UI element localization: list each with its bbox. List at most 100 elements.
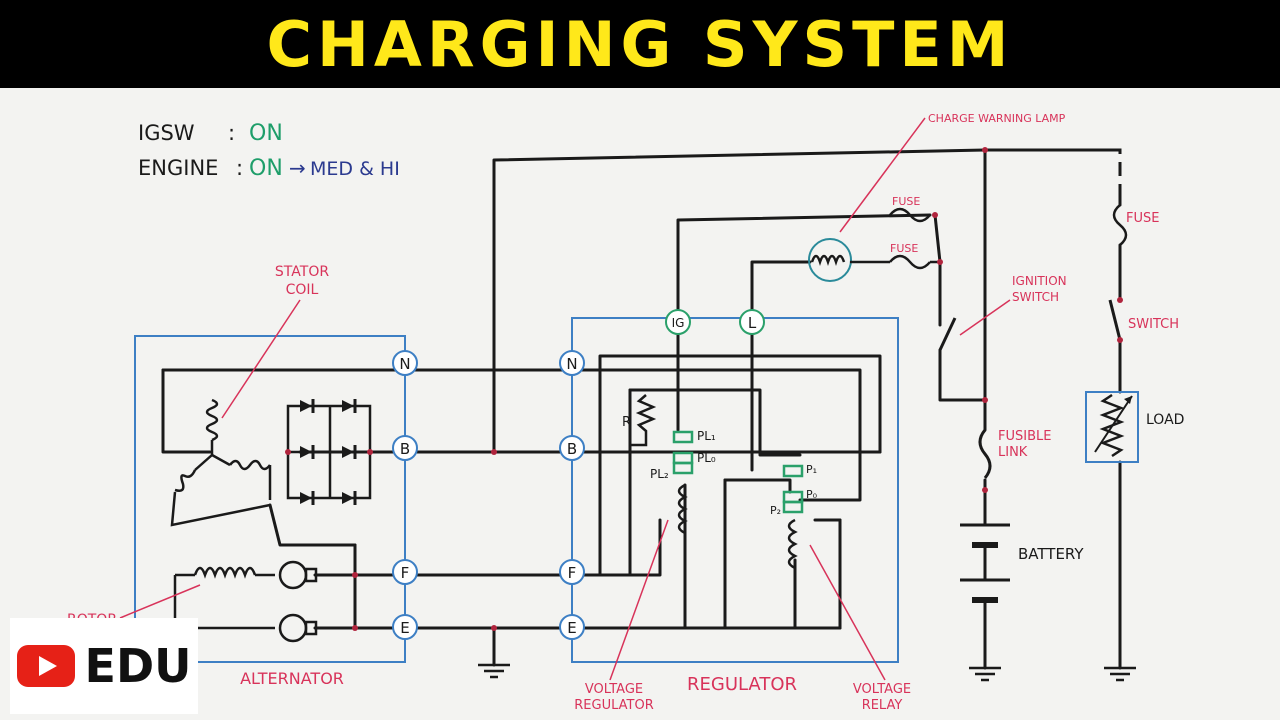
- junction-dots: [285, 147, 1123, 631]
- contact-p1: [782, 464, 804, 478]
- contact-pl0: [672, 451, 694, 465]
- igsw-value: ON: [249, 121, 283, 146]
- engine-speed: MED & HI: [310, 158, 400, 180]
- component-labels: STATOR COIL ROTOR ALTERNATOR REGULATOR V…: [67, 112, 1179, 713]
- terminal-alternator-f: F: [392, 559, 418, 585]
- channel-badge: EDU: [10, 618, 198, 714]
- fuse-icon: [889, 207, 931, 223]
- engine-colon: :: [236, 156, 243, 180]
- terminal-regulator-b: B: [559, 435, 585, 461]
- svg-text:N: N: [399, 355, 410, 373]
- rectifier-bridge: [286, 399, 372, 505]
- contact-pl1: [672, 430, 694, 444]
- battery-label: BATTERY: [1018, 545, 1084, 563]
- regulator-box: [571, 317, 899, 663]
- terminal-alternator-b: B: [392, 435, 418, 461]
- fuse-icon: [889, 254, 931, 270]
- fuse-label: FUSE: [1126, 211, 1159, 226]
- svg-text:F: F: [568, 564, 577, 582]
- terminal-regulator-l: L: [739, 309, 765, 335]
- diode-icon: [300, 400, 312, 412]
- terminal-regulator-f: F: [559, 559, 585, 585]
- svg-text:B: B: [567, 440, 577, 458]
- svg-text:L: L: [748, 314, 757, 332]
- fusible-link-label: LINK: [998, 445, 1028, 460]
- terminal-alternator-e: E: [392, 614, 418, 640]
- ignition-switch-icon: [938, 317, 957, 351]
- resistor-icon: [630, 394, 657, 447]
- voltage-regulator-label: REGULATOR: [574, 698, 653, 713]
- voltage-regulator-coil-icon: [677, 483, 688, 535]
- engine-value: ON: [249, 156, 283, 181]
- voltage-regulator-label: VOLTAGE: [585, 682, 643, 697]
- part-labels: R PL₁ PL₀ PL₂ P₁ P₀ P₂ BATTERY LOAD: [622, 412, 1184, 563]
- stator-coil-icon: [170, 398, 272, 527]
- svg-text:IG: IG: [672, 316, 685, 330]
- p0-label: P₀: [806, 488, 818, 501]
- badge-text: EDU: [84, 639, 192, 693]
- resistor-label: R: [622, 415, 631, 430]
- fuse-label: FUSE: [892, 195, 920, 208]
- svg-text:E: E: [567, 619, 576, 637]
- fuse-icon: [1112, 204, 1128, 246]
- ignition-switch-label: SWITCH: [1012, 290, 1059, 304]
- svg-text:E: E: [400, 619, 409, 637]
- contact-points: [672, 430, 804, 514]
- pl0-label: PL₀: [697, 451, 716, 465]
- diode-icon: [342, 400, 354, 412]
- engine-label: ENGINE: [138, 156, 218, 180]
- ground-icon: [969, 666, 1001, 682]
- load-icon: [1085, 391, 1139, 463]
- igsw-label: IGSW: [138, 121, 195, 145]
- svg-text:N: N: [566, 355, 577, 373]
- voltage-relay-label: RELAY: [862, 698, 903, 713]
- ground-icon: [478, 663, 510, 679]
- terminal-regulator-n: N: [559, 350, 585, 376]
- ground-symbols: [478, 663, 1136, 682]
- charge-warning-lamp-icon: [808, 238, 852, 282]
- fusible-link-label: FUSIBLE: [998, 429, 1051, 444]
- status-block: IGSW : ON ENGINE : ON → MED & HI: [138, 121, 400, 181]
- terminal-alternator-n: N: [392, 350, 418, 376]
- switch-label: SWITCH: [1128, 317, 1179, 332]
- terminal-regulator-ig: IG: [665, 309, 691, 335]
- voltage-relay-coil-icon: [787, 518, 798, 570]
- battery-icon: [960, 523, 1010, 603]
- p1-label: P₁: [806, 463, 817, 476]
- load-label: LOAD: [1146, 412, 1184, 428]
- pl1-label: PL₁: [697, 429, 716, 443]
- alternator-box: [134, 335, 406, 663]
- callout-lines: [119, 117, 1011, 681]
- page-title: CHARGING SYSTEM: [266, 7, 1014, 81]
- title-banner: CHARGING SYSTEM: [0, 0, 1280, 88]
- stator-coil-label: COIL: [286, 282, 319, 298]
- load-switch-icon: [1108, 299, 1122, 341]
- engine-arrow: →: [289, 156, 306, 180]
- youtube-play-icon: [16, 645, 75, 687]
- regulator-label: REGULATOR: [687, 674, 797, 695]
- p2-label: P₂: [770, 504, 781, 517]
- diode-icon: [300, 492, 312, 504]
- diode-icon: [342, 492, 354, 504]
- fusible-link-icon: [978, 429, 992, 479]
- diode-icon: [342, 446, 354, 458]
- ground-icon: [1104, 666, 1136, 682]
- svg-text:B: B: [400, 440, 410, 458]
- voltage-relay-label: VOLTAGE: [853, 682, 911, 697]
- terminals: N B F E N B F: [392, 309, 765, 640]
- svg-text:F: F: [401, 564, 410, 582]
- charge-warning-lamp-label: CHARGE WARNING LAMP: [928, 112, 1066, 125]
- wiring: [161, 148, 1122, 670]
- rotor-coil-icon: [173, 560, 318, 643]
- terminal-regulator-e: E: [559, 614, 585, 640]
- pl2-label: PL₂: [650, 467, 669, 481]
- contact-pl2: [672, 461, 694, 475]
- stator-coil-label: STATOR: [275, 264, 329, 280]
- igsw-colon: :: [228, 121, 235, 145]
- ignition-switch-label: IGNITION: [1012, 274, 1067, 288]
- dashed-wire: [1000, 148, 1122, 195]
- diode-icon: [300, 446, 312, 458]
- alternator-label: ALTERNATOR: [240, 669, 344, 688]
